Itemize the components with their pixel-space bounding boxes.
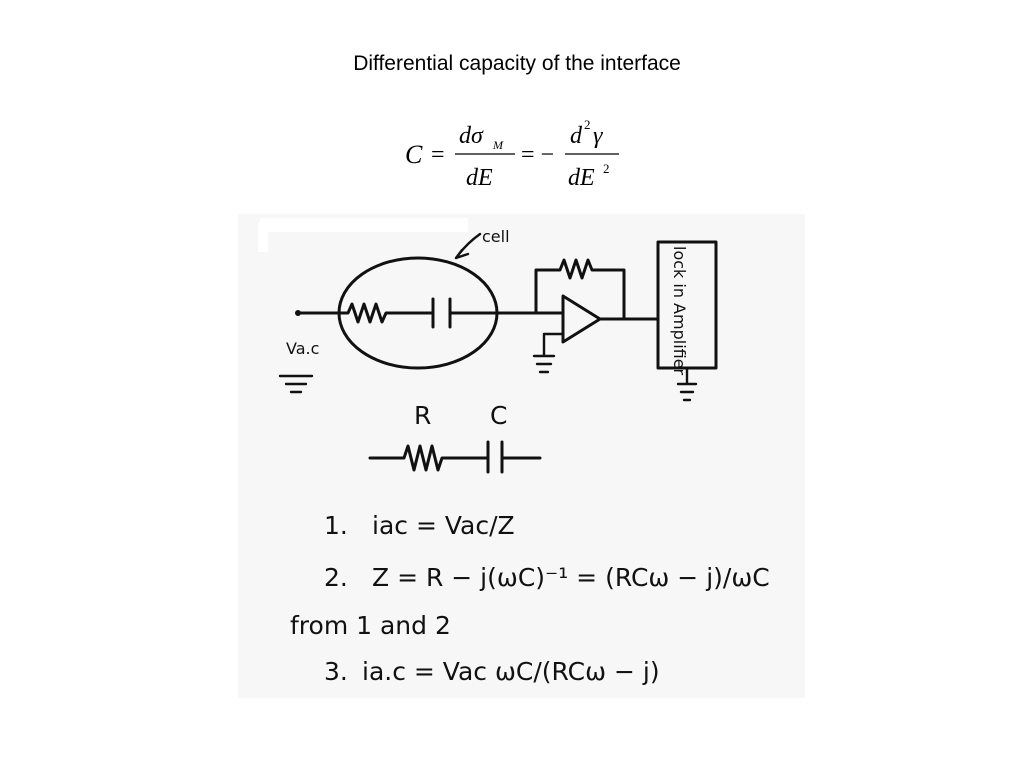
line1-number: 1. (324, 511, 348, 540)
slide-title: Differential capacity of the interface (353, 52, 681, 75)
feedback-resistor-icon (534, 258, 626, 321)
cell-resistor-icon (339, 302, 435, 324)
frac1-numerator-sub: M (492, 138, 504, 152)
eq-equals: = (431, 142, 445, 168)
line3-equation: ia.c = Vac ωC/(RCω − j) (362, 657, 660, 686)
line2-number: 2. (324, 563, 348, 592)
paper-tape-corner (258, 222, 268, 252)
frac2-numerator: d (570, 123, 583, 149)
r-label: R (414, 401, 431, 430)
line-from-1-and-2: from 1 and 2 (290, 611, 451, 640)
paper-tape (260, 218, 468, 232)
cell-capacitor-icon (431, 297, 550, 329)
opamp-ground-symbol (532, 332, 565, 374)
line2-equation: Z = R − j(ωC)⁻¹ = (RCω − j)/ωC (372, 563, 770, 592)
eq-equals-minus: = − (521, 142, 554, 168)
opamp-triangle (561, 294, 602, 344)
capacity-equation: C = dσ M dE = − d 2 γ dE 2 (405, 117, 619, 191)
vac-ground-symbol (278, 374, 314, 394)
amp-ground-symbol (676, 366, 698, 402)
frac2-numerator-sup: 2 (584, 117, 591, 132)
frac2-denominator: dE (568, 165, 595, 191)
rc-resistor-icon (368, 444, 490, 472)
handwritten-circuit-sketch: cell Va.c lock in Amplifier R C 1. iac =… (238, 214, 805, 698)
paper-background (238, 214, 805, 698)
frac2-numerator-tail: γ (593, 123, 603, 149)
frac1-denominator: dE (466, 165, 493, 191)
line3-number: 3. (324, 657, 348, 686)
rc-capacitor-icon (486, 440, 542, 474)
frac2-denominator-sup: 2 (603, 161, 610, 176)
eq-lhs: C (405, 140, 423, 169)
c-label: C (490, 401, 507, 430)
line1-equation: iac = Vac/Z (372, 511, 515, 540)
lock-in-amplifier-label: lock in Amplifier (670, 246, 689, 376)
cell-pointer-arrow (454, 232, 482, 260)
cell-label: cell (482, 227, 510, 246)
vac-label: Va.c (286, 339, 319, 358)
frac1-numerator: dσ (459, 123, 484, 149)
